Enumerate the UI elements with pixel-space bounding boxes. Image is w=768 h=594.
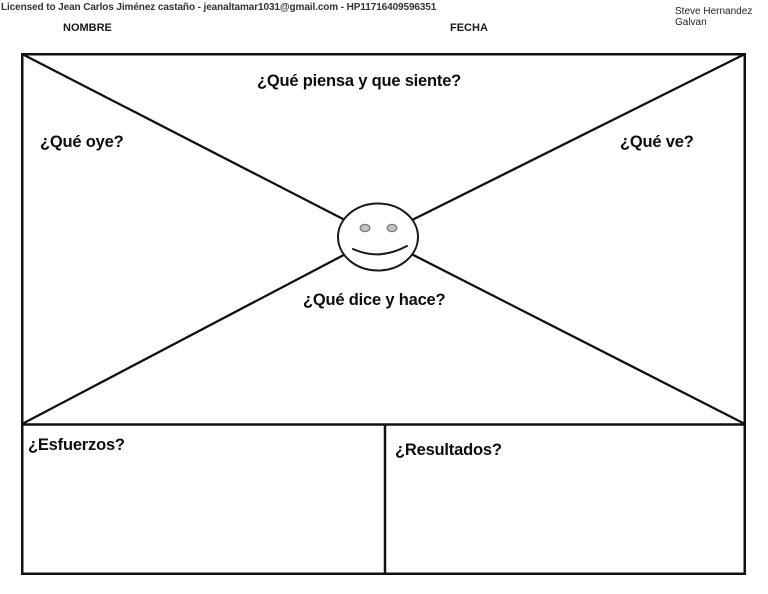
section-see-label: ¿Qué ve?	[620, 133, 694, 151]
author-name-line1: Steve Hernandez	[675, 6, 753, 17]
section-say-do-label: ¿Qué dice y hace?	[303, 291, 446, 309]
empathy-map-lines	[21, 53, 746, 575]
nombre-label: NOMBRE	[63, 22, 112, 34]
diagonal-lines	[21, 53, 746, 426]
author-name-line2: Galvan	[675, 17, 707, 28]
section-results-label: ¿Resultados?	[395, 441, 502, 459]
section-efforts-label: ¿Esfuerzos?	[28, 436, 125, 454]
license-text: Licensed to Jean Carlos Jiménez castaño …	[1, 2, 437, 13]
smiley-face-icon	[337, 202, 419, 272]
empathy-map-diagram: ¿Qué piensa y que siente? ¿Qué oye? ¿Qué…	[21, 53, 746, 575]
author-name: Steve Hernandez Galvan	[675, 6, 752, 28]
outer-border	[21, 53, 746, 575]
fecha-label: FECHA	[450, 22, 488, 34]
section-think-feel-label: ¿Qué piensa y que siente?	[257, 72, 462, 90]
section-hear-label: ¿Qué oye?	[40, 133, 124, 151]
